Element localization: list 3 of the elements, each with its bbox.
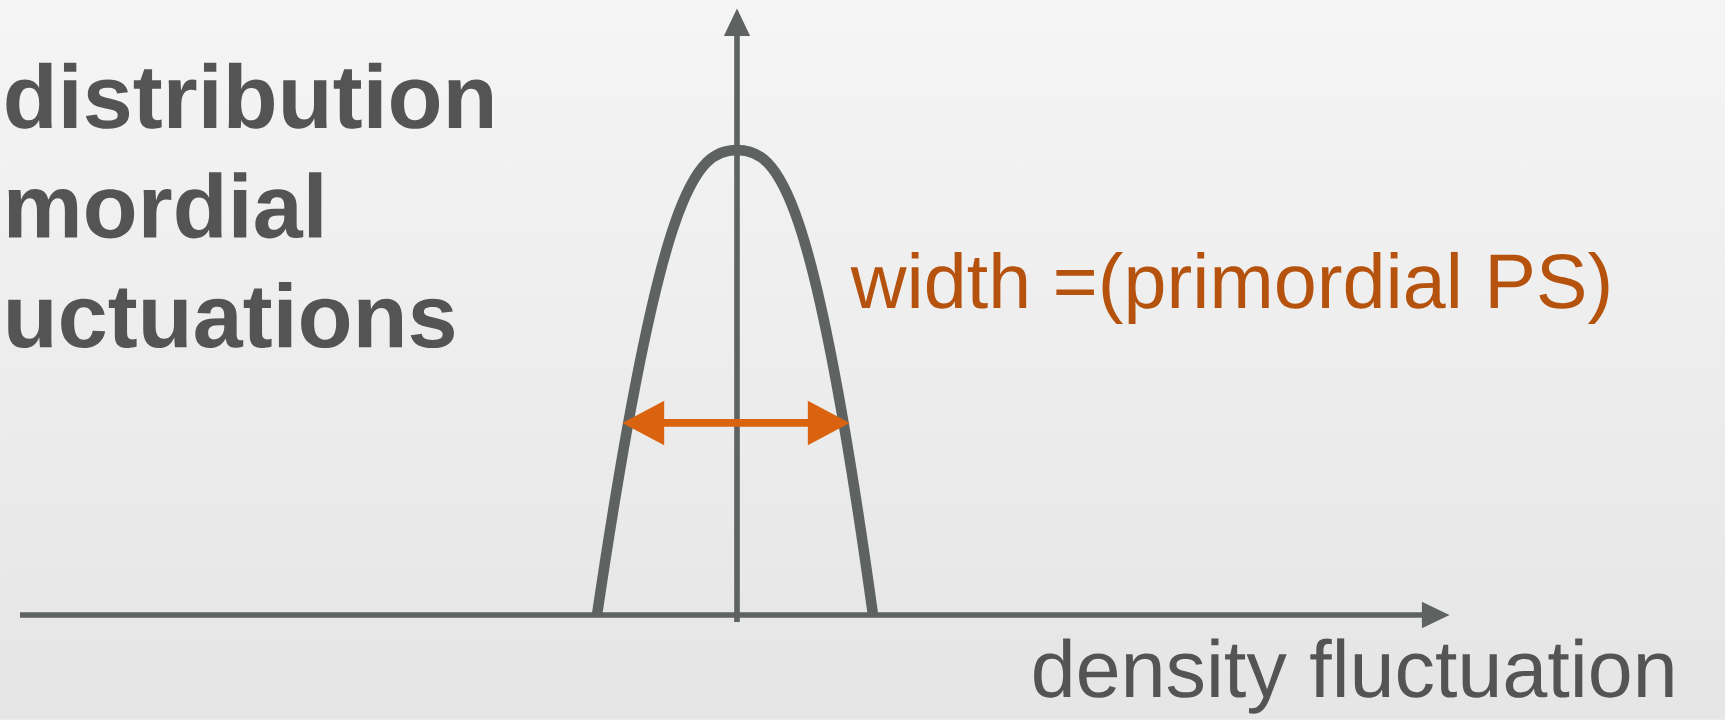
axis-label: density fluctuation [1034, 638, 1673, 714]
heading: distribution mordial uctuations [6, 62, 492, 349]
axis-label: width =(primordial PS) [850, 251, 1609, 325]
